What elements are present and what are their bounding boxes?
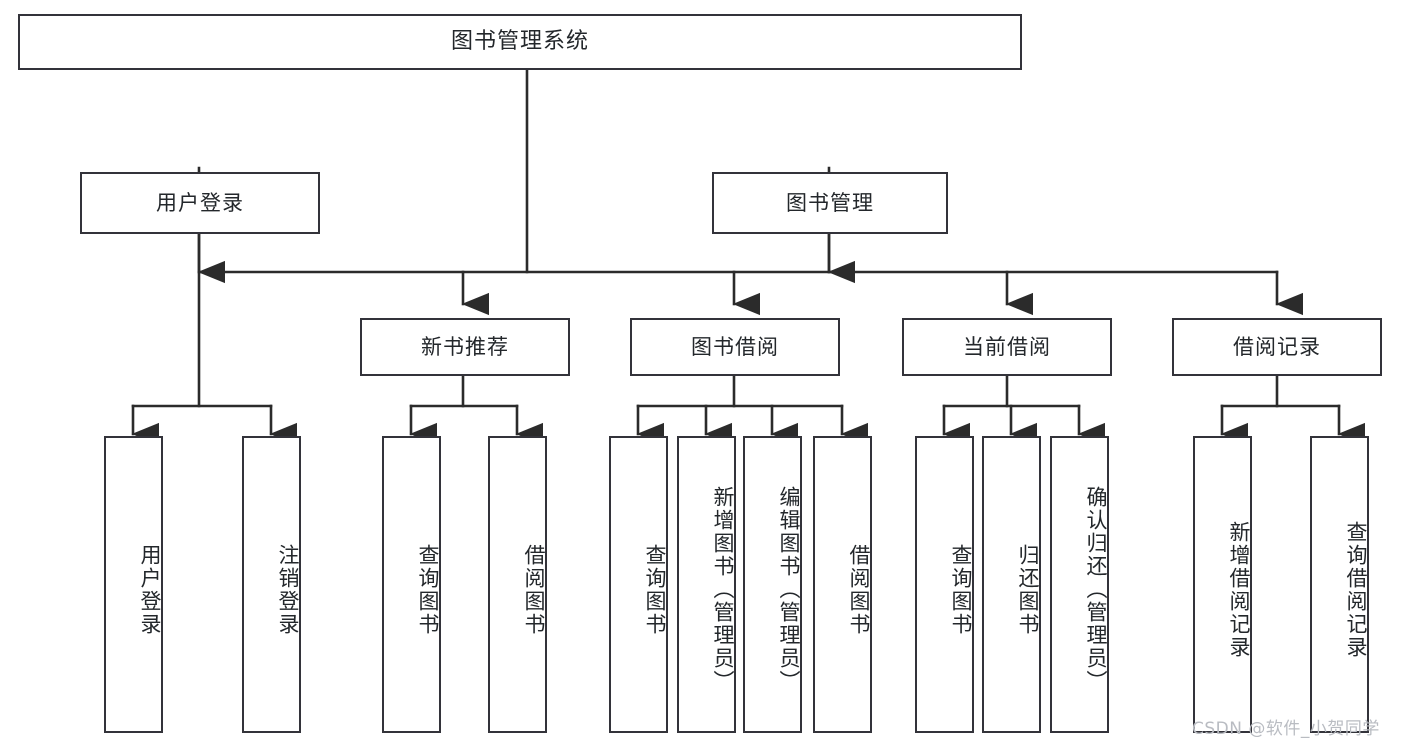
- node-book-manage-label: 图书管理: [786, 190, 874, 215]
- node-current-borrow-label: 当前借阅: [963, 334, 1051, 359]
- leaf-logout-login[interactable]: 注销登录: [242, 436, 301, 733]
- leaf-confirm-return[interactable]: 确认归还（管理员）: [1050, 436, 1109, 733]
- node-book-manage[interactable]: 图书管理: [712, 172, 948, 234]
- leaf-user-login[interactable]: 用户登录: [104, 436, 163, 733]
- node-current-borrow[interactable]: 当前借阅: [902, 318, 1112, 376]
- watermark: CSDN @软件_小贺同学: [1192, 719, 1380, 739]
- leaf-add-book-label: 新增图书（管理员）: [711, 486, 735, 693]
- leaf-query-book-3-label: 查询图书: [949, 543, 973, 636]
- leaf-edit-book-label: 编辑图书（管理员）: [777, 486, 801, 693]
- leaf-query-book-3[interactable]: 查询图书: [915, 436, 974, 733]
- node-new-book-recommend-label: 新书推荐: [421, 334, 509, 359]
- leaf-borrow-book-1[interactable]: 借阅图书: [488, 436, 547, 733]
- node-root[interactable]: 图书管理系统: [18, 14, 1022, 70]
- leaf-return-book-label: 归还图书: [1016, 543, 1040, 636]
- leaf-query-book-1-label: 查询图书: [416, 543, 440, 636]
- node-borrow-record[interactable]: 借阅记录: [1172, 318, 1382, 376]
- leaf-add-book[interactable]: 新增图书（管理员）: [677, 436, 736, 733]
- leaf-query-book-2-label: 查询图书: [643, 543, 667, 636]
- leaf-return-book[interactable]: 归还图书: [982, 436, 1041, 733]
- node-borrow-record-label: 借阅记录: [1233, 334, 1321, 359]
- leaf-borrow-book-1-label: 借阅图书: [522, 543, 546, 636]
- leaf-query-book-1[interactable]: 查询图书: [382, 436, 441, 733]
- leaf-logout-login-label: 注销登录: [276, 543, 300, 636]
- node-new-book-recommend[interactable]: 新书推荐: [360, 318, 570, 376]
- leaf-query-book-2[interactable]: 查询图书: [609, 436, 668, 733]
- leaf-borrow-book-2-label: 借阅图书: [847, 543, 871, 636]
- leaf-user-login-label: 用户登录: [138, 543, 162, 636]
- leaf-edit-book[interactable]: 编辑图书（管理员）: [743, 436, 802, 733]
- node-book-borrow-label: 图书借阅: [691, 334, 779, 359]
- leaf-query-record[interactable]: 查询借阅记录: [1310, 436, 1369, 733]
- leaf-add-record-label: 新增借阅记录: [1227, 520, 1251, 659]
- leaf-borrow-book-2[interactable]: 借阅图书: [813, 436, 872, 733]
- node-root-label: 图书管理系统: [450, 29, 589, 55]
- node-user-login[interactable]: 用户登录: [80, 172, 320, 234]
- node-book-borrow[interactable]: 图书借阅: [630, 318, 840, 376]
- leaf-add-record[interactable]: 新增借阅记录: [1193, 436, 1252, 733]
- leaf-confirm-return-label: 确认归还（管理员）: [1084, 486, 1108, 693]
- leaf-query-record-label: 查询借阅记录: [1344, 520, 1368, 659]
- node-user-login-label: 用户登录: [156, 190, 244, 215]
